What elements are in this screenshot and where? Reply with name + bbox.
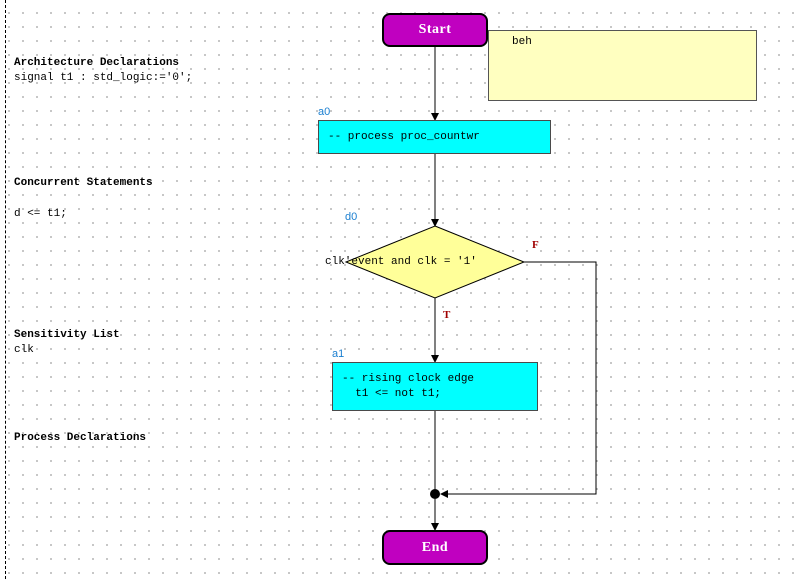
architecture-declarations-text[interactable]: signal t1 : std_logic:='0'; xyxy=(14,72,193,84)
start-node[interactable]: Start xyxy=(382,13,488,47)
action-a1-line1: -- rising clock edge xyxy=(342,373,475,385)
sensitivity-list-heading: Sensitivity List xyxy=(14,329,120,341)
decision-d0-condition[interactable]: clk'event and clk = '1' xyxy=(325,256,477,268)
process-declarations-heading: Process Declarations xyxy=(14,432,147,444)
action-a1-line2: t1 <= not t1; xyxy=(342,388,442,400)
decision-d0-id: d0 xyxy=(345,211,358,223)
end-label: End xyxy=(421,539,449,555)
decision-false-label: F xyxy=(532,239,539,251)
start-label: Start xyxy=(418,22,452,37)
decision-true-label: T xyxy=(443,309,451,321)
action-a1-id: a1 xyxy=(332,348,345,360)
concurrent-statements-text[interactable]: d <= t1; xyxy=(14,208,67,220)
architecture-declarations-heading: Architecture Declarations xyxy=(14,57,180,69)
canvas-left-border xyxy=(5,0,6,579)
action-a1-box[interactable]: -- rising clock edge t1 <= not t1; xyxy=(332,362,538,411)
architecture-note-box[interactable]: beh xyxy=(488,30,757,101)
note-text: beh xyxy=(512,36,532,48)
decision-d0-shape xyxy=(344,225,526,299)
action-a0-box[interactable]: -- process proc_countwr xyxy=(318,120,551,154)
join-point xyxy=(430,489,440,499)
sensitivity-list-text[interactable]: clk xyxy=(14,344,34,356)
action-a0-text: -- process proc_countwr xyxy=(328,131,480,143)
action-a0-id: a0 xyxy=(318,106,331,118)
concurrent-statements-heading: Concurrent Statements xyxy=(14,177,153,189)
wire-d0-false-path xyxy=(440,261,597,498)
end-node[interactable]: End xyxy=(382,530,488,565)
